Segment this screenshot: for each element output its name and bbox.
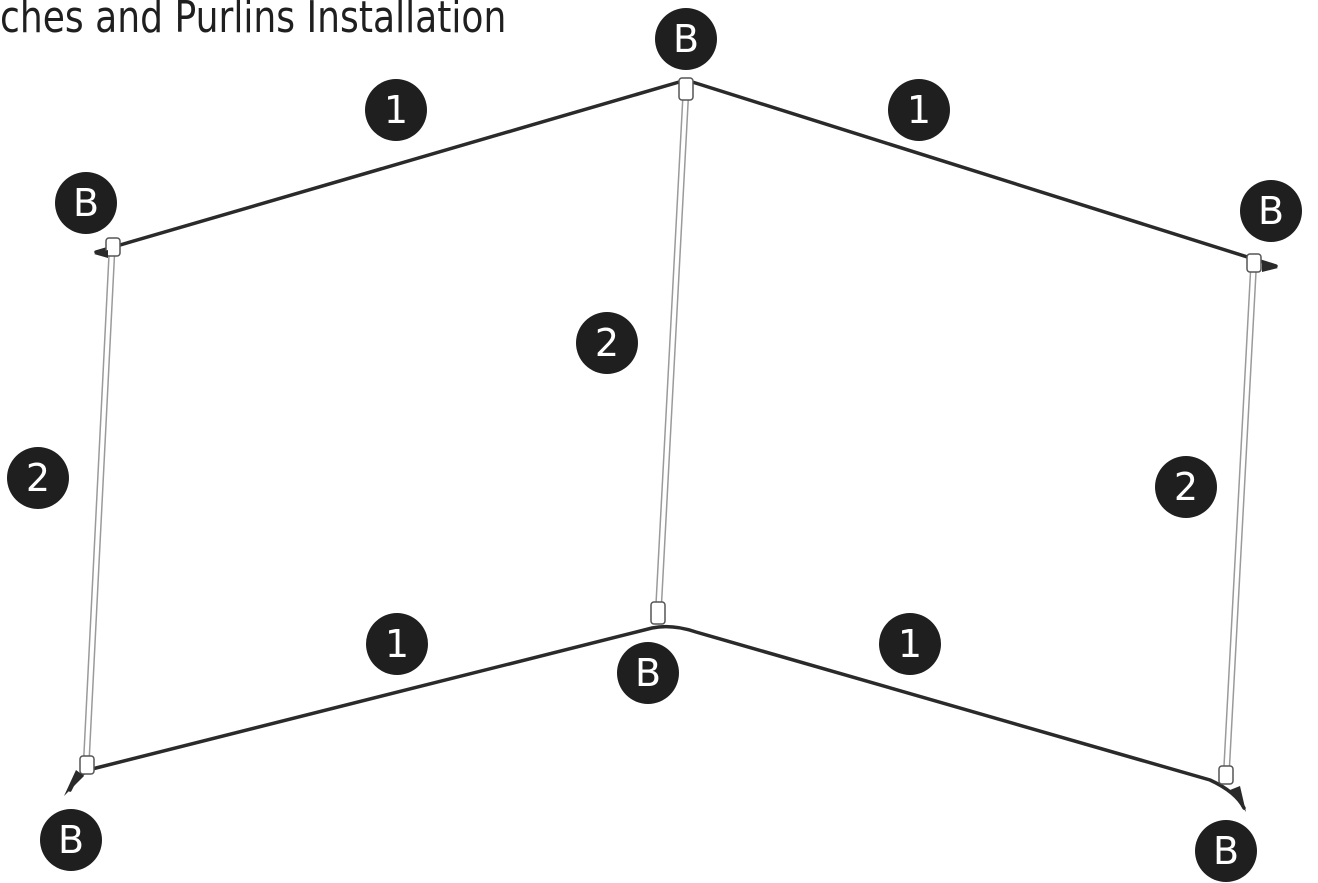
top-arch-left xyxy=(94,78,688,254)
badge-b-top-left: B xyxy=(55,172,117,234)
badge-2-right: 2 xyxy=(1155,456,1217,518)
badge-b-bottom-left: B xyxy=(40,809,102,871)
badge-1-bottom-left: 1 xyxy=(366,613,428,675)
badge-2-center: 2 xyxy=(576,312,638,374)
badge-b-top-center: B xyxy=(655,8,717,70)
top-arch xyxy=(94,78,1278,268)
purlins xyxy=(82,86,1258,784)
badge-b-bottom-center: B xyxy=(617,642,679,704)
joint-top-left xyxy=(105,237,121,257)
badge-2-left: 2 xyxy=(7,447,69,509)
svg-text:1: 1 xyxy=(907,88,931,132)
joint-bottom-center xyxy=(650,601,666,625)
badge-b-top-right: B xyxy=(1240,180,1302,242)
joints xyxy=(64,77,1278,812)
svg-text:2: 2 xyxy=(595,321,619,365)
top-arch-right xyxy=(684,78,1278,268)
svg-text:B: B xyxy=(1258,189,1284,233)
svg-text:B: B xyxy=(73,181,99,225)
badge-1-top-left: 1 xyxy=(365,79,427,141)
svg-text:B: B xyxy=(1213,829,1239,873)
svg-text:B: B xyxy=(635,651,661,695)
joint-bottom-right xyxy=(1218,765,1234,785)
badge-b-bottom-right: B xyxy=(1195,820,1257,882)
joint-top-center xyxy=(678,77,694,101)
svg-text:1: 1 xyxy=(898,622,922,666)
diagram-title: ches and Purlins Installation xyxy=(0,0,507,43)
svg-text:1: 1 xyxy=(385,622,409,666)
badge-1-bottom-right: 1 xyxy=(879,613,941,675)
joint-top-right xyxy=(1246,253,1262,273)
svg-text:2: 2 xyxy=(1174,465,1198,509)
badge-1-top-right: 1 xyxy=(888,79,950,141)
joint-bottom-left xyxy=(79,755,95,775)
svg-text:B: B xyxy=(673,17,699,61)
svg-text:2: 2 xyxy=(26,456,50,500)
svg-text:1: 1 xyxy=(384,88,408,132)
svg-text:B: B xyxy=(58,818,84,862)
